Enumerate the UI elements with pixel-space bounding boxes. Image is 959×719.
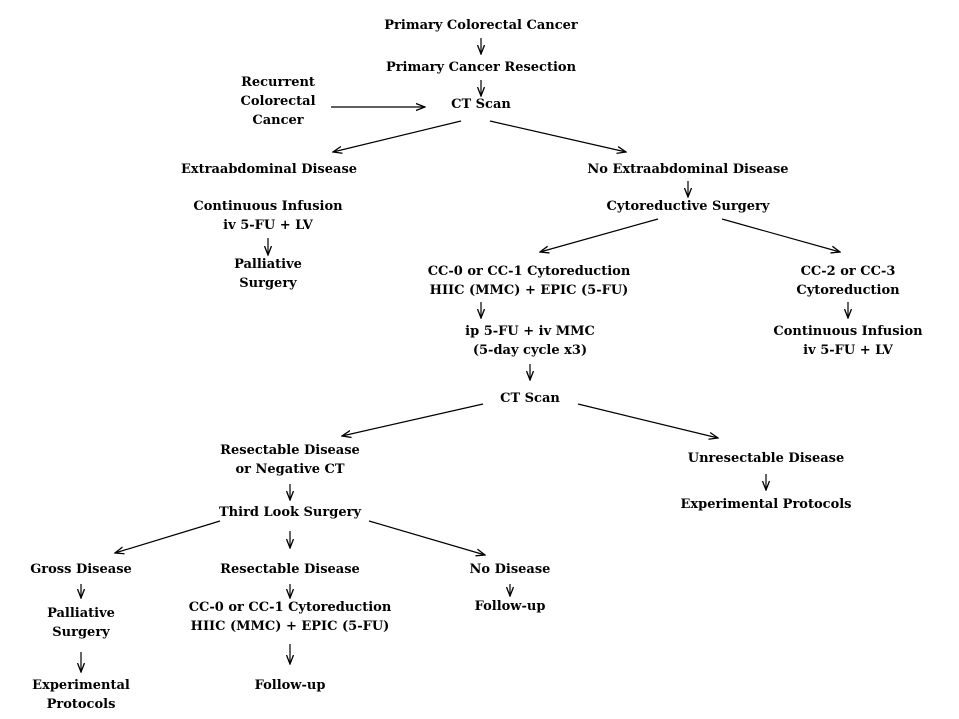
node-resectable-disease: Resectable Disease [220,562,360,577]
node-ct-scan-1: CT Scan [451,97,511,112]
node-experimental-protocols-left: Experimental Protocols [32,678,130,712]
node-cc23-cytoreduction: CC-2 or CC-3 Cytoreduction [796,264,900,298]
node-no-disease: No Disease [469,562,551,577]
node-recurrent-colorectal-cancer: Recurrent Colorectal Cancer [240,75,316,128]
node-follow-up-right: Follow-up [474,599,546,614]
node-no-extraabdominal-disease: No Extraabdominal Disease [587,162,789,177]
arrow-ct1-to-no-extraabdominal [489,120,626,152]
node-unresectable-disease: Unresectable Disease [687,451,845,466]
node-continuous-infusion-left: Continuous Infusion iv 5-FU + LV [193,199,343,233]
node-cytoreductive-surgery: Cytoreductive Surgery [606,199,770,214]
arrow-ct2-to-resectable [342,403,484,436]
node-follow-up-mid: Follow-up [254,678,326,693]
node-gross-disease: Gross Disease [30,562,132,577]
arrow-third-look-to-no-disease [368,520,485,555]
node-primary-colorectal-cancer: Primary Colorectal Cancer [384,18,578,33]
arrow-cytoreductive-to-cc23 [721,218,840,252]
node-continuous-infusion-right: Continuous Infusion iv 5-FU + LV [773,324,923,358]
node-third-look-surgery: Third Look Surgery [219,505,361,520]
node-resectable-or-negative-ct: Resectable Disease or Negative CT [220,443,360,477]
arrow-ct1-to-extraabdominal [333,120,462,152]
node-cc01-cytoreduction-bottom: CC-0 or CC-1 Cytoreduction HIIC (MMC) + … [188,600,392,634]
node-extraabdominal-disease: Extraabdominal Disease [180,162,358,177]
node-experimental-protocols-right: Experimental Protocols [680,497,852,512]
node-palliative-surgery-1: Palliative Surgery [234,257,302,291]
arrow-third-look-to-gross [115,520,221,553]
node-primary-cancer-resection: Primary Cancer Resection [385,60,577,75]
node-palliative-surgery-2: Palliative Surgery [47,606,115,640]
arrow-cytoreductive-to-cc01 [540,218,659,252]
node-ct-scan-2: CT Scan [500,391,560,406]
node-cc01-cytoreduction-top: CC-0 or CC-1 Cytoreduction HIIC (MMC) + … [427,264,631,298]
arrow-ct2-to-unresectable [577,403,718,438]
node-ip5fu-iv-mmc: ip 5-FU + iv MMC (5-day cycle x3) [465,324,595,358]
